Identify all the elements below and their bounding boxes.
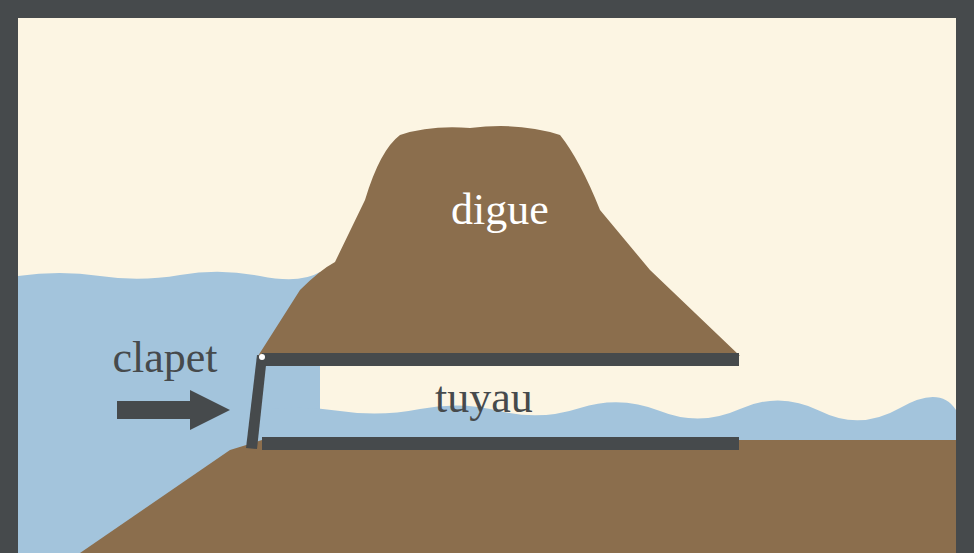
pipe-wall xyxy=(262,353,739,366)
dike-label: digue xyxy=(451,188,549,232)
sky-ground xyxy=(18,18,956,553)
ground xyxy=(80,440,956,553)
pipe-wall xyxy=(262,437,739,450)
flap-valve xyxy=(246,355,267,449)
dike-body xyxy=(258,126,740,356)
pipe-label: tuyau xyxy=(435,376,533,420)
flow-arrow xyxy=(117,390,230,430)
flap-label: clapet xyxy=(112,336,217,380)
hinge-dot xyxy=(259,354,265,360)
